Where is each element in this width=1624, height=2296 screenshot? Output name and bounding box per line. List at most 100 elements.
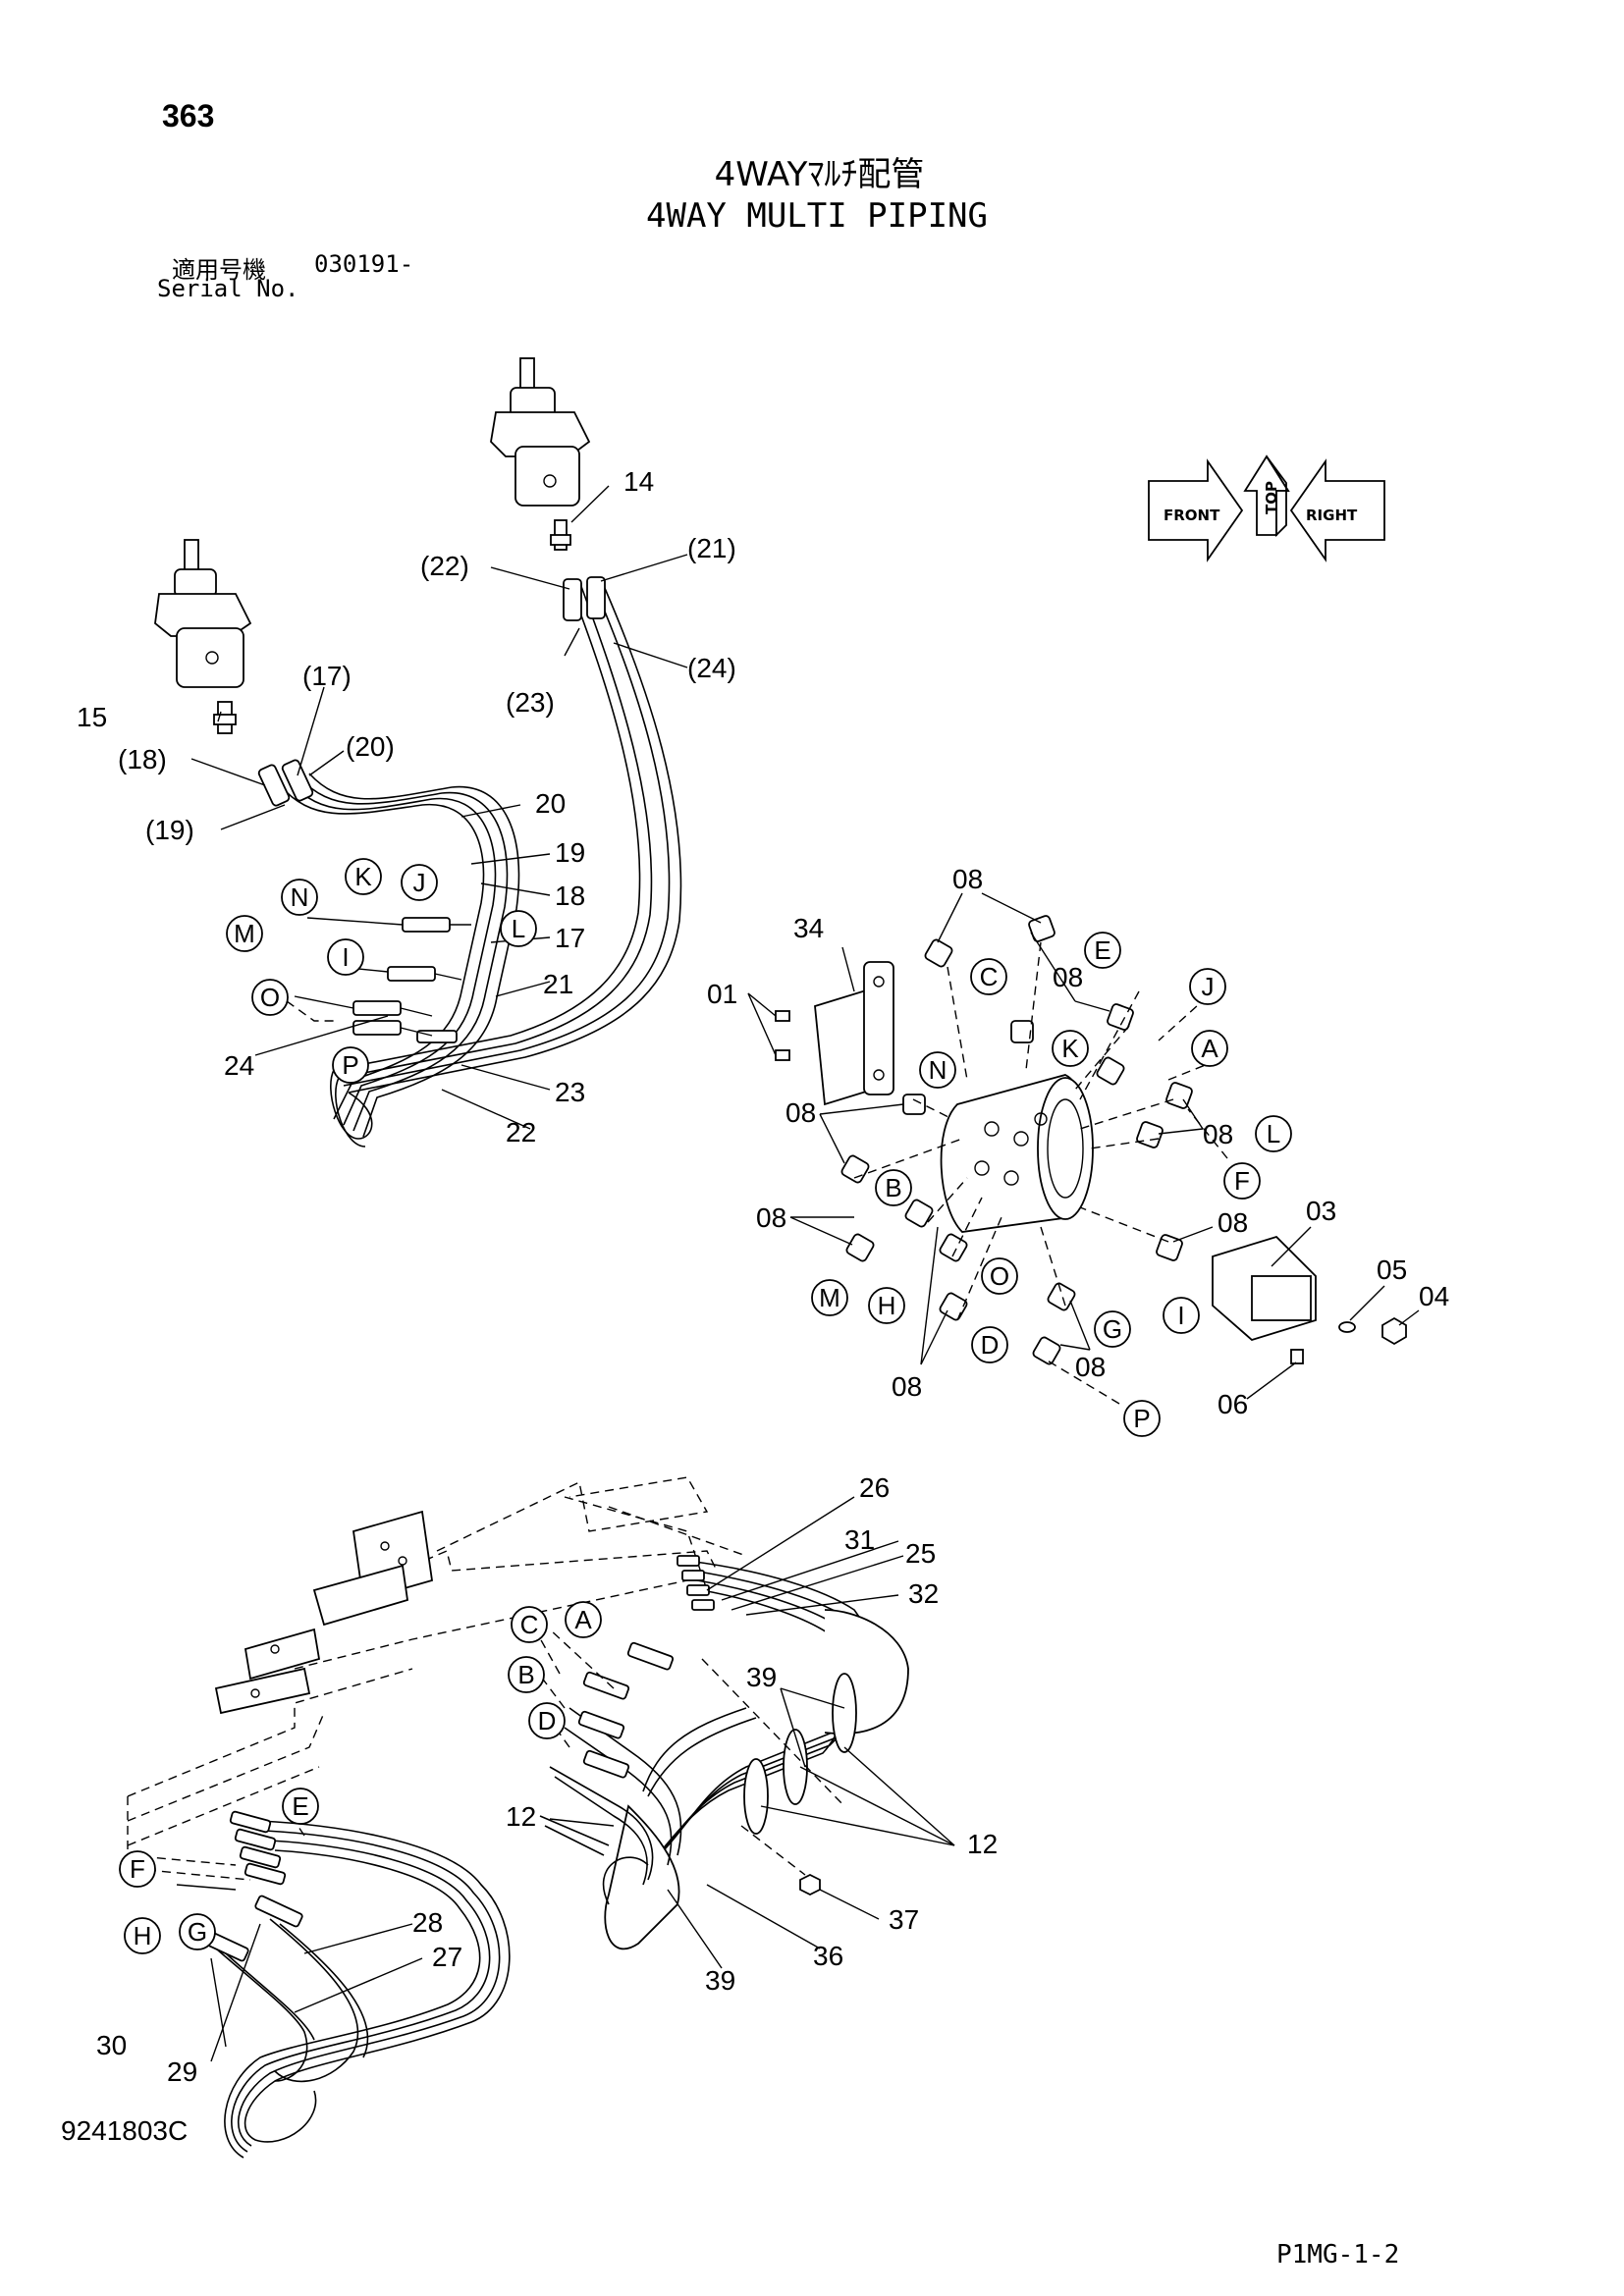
callout-31: 31	[844, 1524, 875, 1555]
callout-19-ref: (19)	[145, 815, 194, 845]
orientation-top-label: TOP	[1263, 481, 1280, 514]
callout-12-left: 12	[506, 1801, 536, 1832]
connector-N-center: N	[919, 1051, 956, 1089]
callout-18-ref: (18)	[118, 744, 167, 774]
connector-H-bottom: H	[124, 1917, 161, 1954]
connector-D-bottom: D	[528, 1702, 566, 1739]
mounting-brackets-bottom	[214, 1510, 434, 1715]
connector-P-topleft: P	[332, 1046, 369, 1084]
stopper-plate-03	[1212, 1235, 1407, 1364]
connector-G-center: G	[1094, 1310, 1131, 1348]
connector-E-bottom: E	[282, 1788, 319, 1825]
svg-text:K: K	[354, 862, 372, 891]
page-number: 363	[162, 98, 215, 133]
callout-01: 01	[707, 979, 737, 1009]
svg-text:D: D	[981, 1330, 1000, 1360]
callout-22-ref: (22)	[420, 551, 469, 581]
connector-J-topleft: J	[401, 864, 438, 901]
connector-F-bottom: F	[119, 1850, 156, 1888]
svg-text:L: L	[1267, 1119, 1280, 1148]
serial-label: Serial No.	[157, 275, 299, 302]
connector-E-center: E	[1084, 932, 1121, 969]
svg-text:G: G	[1103, 1314, 1122, 1344]
callout-20-ref: (20)	[346, 731, 395, 762]
callout-14: 14	[623, 466, 654, 497]
svg-text:N: N	[291, 882, 309, 912]
long-hose-pair	[333, 576, 682, 1094]
orientation-right-label: RIGHT	[1306, 507, 1358, 524]
callout-22: 22	[506, 1117, 536, 1148]
callout-27: 27	[432, 1942, 462, 1972]
callout-08-bottom-left: 08	[892, 1371, 922, 1402]
callout-36: 36	[813, 1941, 843, 1971]
callout-08-right: 08	[1203, 1119, 1233, 1149]
connector-J-center: J	[1189, 968, 1226, 1005]
hose-bundle-bottom-left	[200, 1810, 511, 2159]
connector-G-bottom: G	[179, 1913, 216, 1950]
svg-text:H: H	[134, 1921, 152, 1950]
svg-text:J: J	[413, 868, 426, 897]
svg-text:A: A	[574, 1605, 592, 1634]
callout-28: 28	[412, 1907, 443, 1938]
callout-23-ref: (23)	[506, 687, 555, 718]
connector-C-bottom: C	[511, 1606, 548, 1643]
callout-17: 17	[555, 923, 585, 953]
control-valve-left	[154, 539, 252, 734]
callout-29: 29	[167, 2056, 197, 2087]
svg-text:O: O	[260, 983, 280, 1012]
connector-P-center: P	[1123, 1400, 1161, 1437]
connector-I-center: I	[1163, 1297, 1200, 1334]
callout-08-lower-right: 08	[1218, 1207, 1248, 1238]
svg-text:D: D	[538, 1706, 557, 1735]
callout-08-bottom-right: 08	[1075, 1352, 1106, 1382]
callout-18: 18	[555, 881, 585, 911]
connector-I-topleft: I	[327, 938, 364, 976]
connector-L-topleft: L	[500, 910, 537, 947]
callout-20: 20	[535, 788, 566, 819]
svg-text:F: F	[130, 1854, 145, 1884]
callout-04: 04	[1419, 1281, 1449, 1311]
callout-05: 05	[1377, 1255, 1407, 1285]
svg-text:C: C	[520, 1610, 539, 1639]
orientation-front-label: FRONT	[1164, 507, 1220, 524]
callout-24: 24	[224, 1050, 254, 1081]
page-title-japanese: 4WAYﾏﾙﾁ配管	[714, 155, 925, 194]
connector-F-center: F	[1223, 1162, 1261, 1200]
control-valve-right	[490, 357, 591, 551]
callout-08-top: 08	[952, 864, 983, 894]
serial-number-value: 030191-	[314, 250, 414, 278]
svg-text:C: C	[980, 962, 999, 991]
svg-text:B: B	[885, 1173, 901, 1202]
callout-23: 23	[555, 1077, 585, 1107]
connector-B-bottom: B	[508, 1656, 545, 1693]
connector-A-bottom: A	[565, 1601, 602, 1638]
svg-text:N: N	[929, 1055, 947, 1085]
svg-text:M: M	[819, 1283, 840, 1312]
callout-24-ref: (24)	[687, 653, 736, 683]
fittings-left-cluster	[352, 917, 471, 1043]
connector-D-center: D	[971, 1326, 1008, 1363]
svg-text:J: J	[1202, 972, 1215, 1001]
connector-K-topleft: K	[345, 858, 382, 895]
callout-06: 06	[1218, 1389, 1248, 1419]
callout-17-ref: (17)	[302, 661, 352, 691]
connector-A-center: A	[1191, 1030, 1228, 1067]
callout-39-bottom: 39	[705, 1965, 735, 1996]
connector-O-center: O	[981, 1257, 1018, 1295]
svg-text:I: I	[342, 942, 349, 972]
svg-text:K: K	[1061, 1034, 1079, 1063]
connector-K-center: K	[1052, 1030, 1089, 1067]
callout-39-top: 39	[746, 1662, 777, 1692]
callout-12-right: 12	[967, 1829, 998, 1859]
connector-O-topleft: O	[251, 979, 289, 1016]
callout-37: 37	[889, 1904, 919, 1935]
hose-bundle-left	[257, 759, 520, 1148]
callout-26: 26	[859, 1472, 890, 1503]
mounting-bracket-34	[775, 961, 894, 1106]
connector-M-topleft: M	[226, 915, 263, 952]
sheet-code: P1MG-1-2	[1276, 2240, 1400, 2269]
connector-O-leader	[286, 1000, 334, 1022]
callout-32: 32	[908, 1578, 939, 1609]
callout-08-left: 08	[785, 1097, 816, 1128]
